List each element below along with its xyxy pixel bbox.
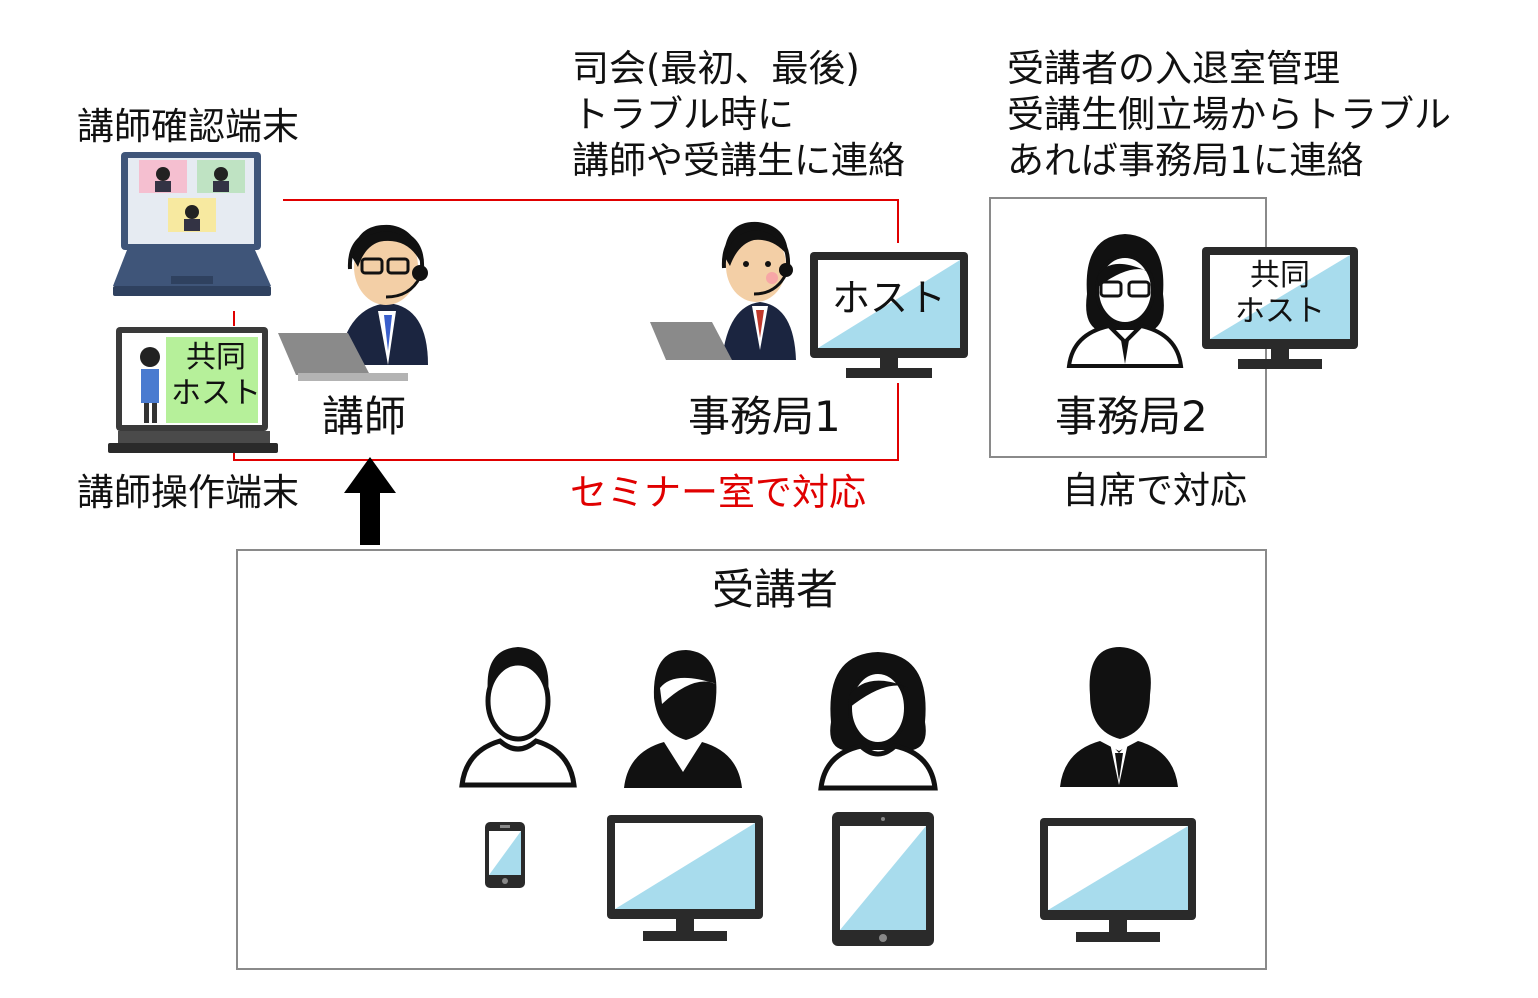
instructor-cohost-screen-label: 共同 ホスト [168, 340, 264, 412]
smartphone-icon [485, 822, 525, 888]
office1-headset-person-icon [650, 221, 796, 360]
seminar-room-label: セミナー室で対応 [570, 471, 866, 514]
cohost-label-line1: 共同 [186, 340, 246, 375]
office1-role-line: トラブル時に [572, 93, 794, 136]
up-arrow-icon [344, 457, 396, 545]
instructor-check-terminal-label: 講師確認端末 [77, 105, 299, 148]
office1-role-description: 司会(最初、最後) トラブル時に 講師や受講生に連絡 [572, 46, 905, 184]
attendee-businessman-solid-icon [1060, 647, 1178, 787]
office2-role-description: 受講者の入退室管理 受講生側立場からトラブル あれば事務局1に連絡 [1007, 46, 1451, 184]
laptop-video-call-icon [113, 152, 271, 296]
office2-woman-outline-icon [1066, 234, 1184, 368]
cohost-label-line2: ホスト [1235, 294, 1325, 329]
instructor-operation-terminal-label: 講師操作端末 [77, 471, 299, 514]
cohost-label-line2: ホスト [171, 376, 261, 411]
office1-role-line: 司会(最初、最後) [572, 47, 860, 90]
attendee-man-outline-icon [459, 647, 577, 788]
office1-role-line: 講師や受講生に連絡 [572, 139, 905, 182]
host-screen-label: ホスト [831, 276, 946, 320]
own-desk-label: 自席で対応 [1062, 469, 1247, 512]
office1-label: 事務局1 [688, 392, 841, 441]
office2-cohost-monitor-icon [1202, 247, 1358, 369]
laptop-presentation-icon [108, 327, 278, 453]
attendees-label: 受講者 [712, 565, 839, 614]
instructor-headset-person-icon [278, 224, 428, 381]
desktop-monitor-icon [1040, 818, 1196, 942]
office2-role-line: 受講者の入退室管理 [1007, 47, 1340, 90]
tablet-icon [832, 812, 934, 946]
office2-cohost-screen-label: 共同 ホスト [1210, 258, 1350, 330]
attendees-box [236, 549, 1267, 970]
office2-role-line: 受講生側立場からトラブル [1007, 93, 1451, 136]
office2-role-line: あれば事務局1に連絡 [1007, 139, 1364, 182]
cohost-label-line1: 共同 [1250, 258, 1310, 293]
attendee-woman-solid-icon [624, 650, 742, 788]
instructor-label: 講師 [322, 392, 407, 441]
office2-label: 事務局2 [1055, 392, 1208, 441]
attendee-woman-outline-icon [818, 652, 938, 791]
desktop-monitor-icon [607, 815, 763, 941]
office1-host-monitor-icon [810, 252, 968, 378]
